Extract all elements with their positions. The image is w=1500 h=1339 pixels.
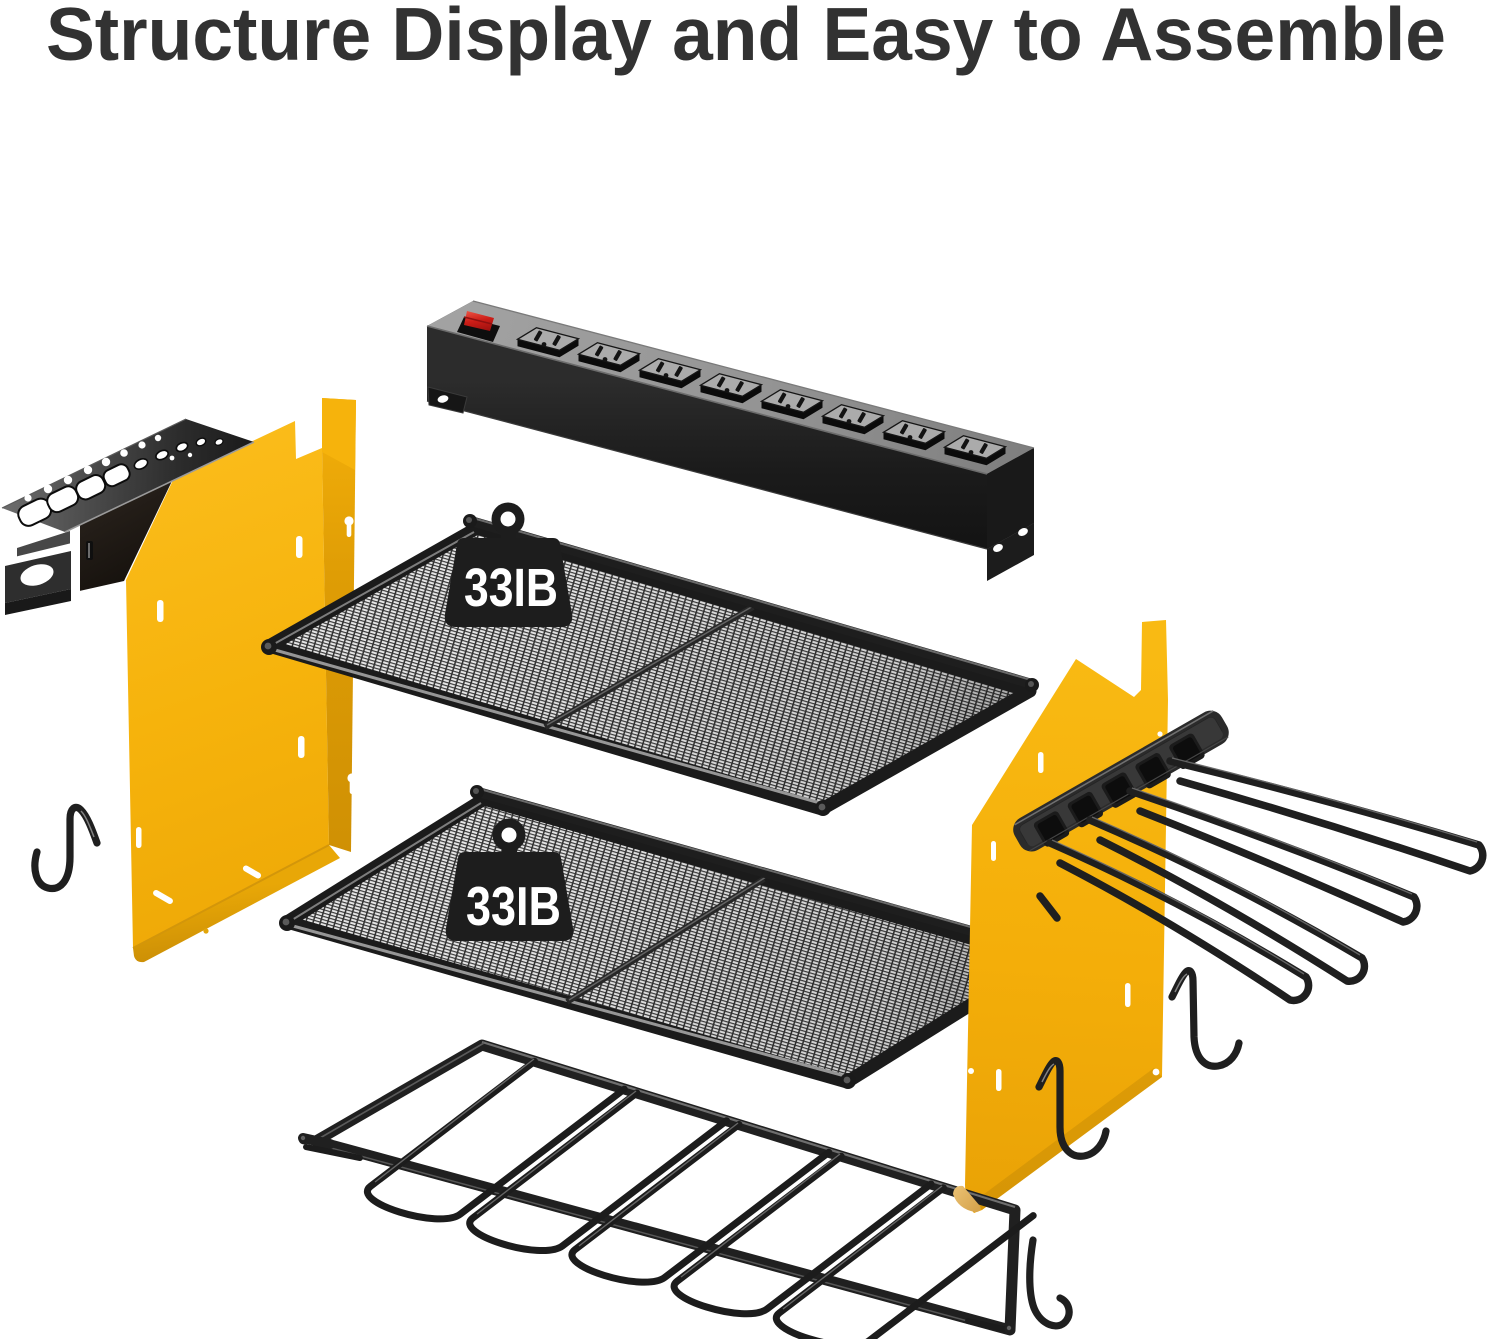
svg-text:Structure Display and Easy to: Structure Display and Easy to Assemble bbox=[46, 0, 1446, 76]
svg-text:33IB: 33IB bbox=[466, 875, 561, 937]
svg-text:33IB: 33IB bbox=[464, 558, 558, 618]
